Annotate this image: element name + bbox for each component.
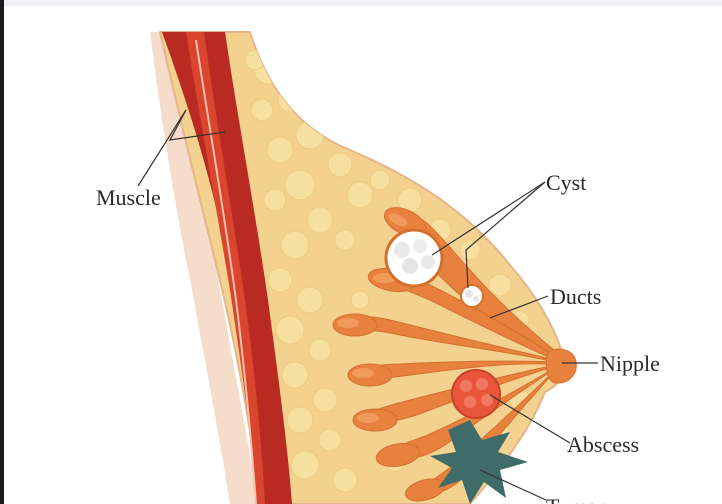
cyst-large (386, 230, 442, 286)
label-ducts: Ducts (550, 284, 601, 309)
label-nipple: Nipple (600, 351, 660, 376)
cyst-small (461, 285, 483, 307)
label-cyst: Cyst (546, 170, 586, 195)
label-muscle: Muscle (96, 185, 161, 210)
label-abscess: Abscess (567, 432, 639, 457)
abscess (452, 370, 500, 418)
nipple (546, 349, 576, 383)
label-tumor: Tumor (546, 494, 606, 504)
